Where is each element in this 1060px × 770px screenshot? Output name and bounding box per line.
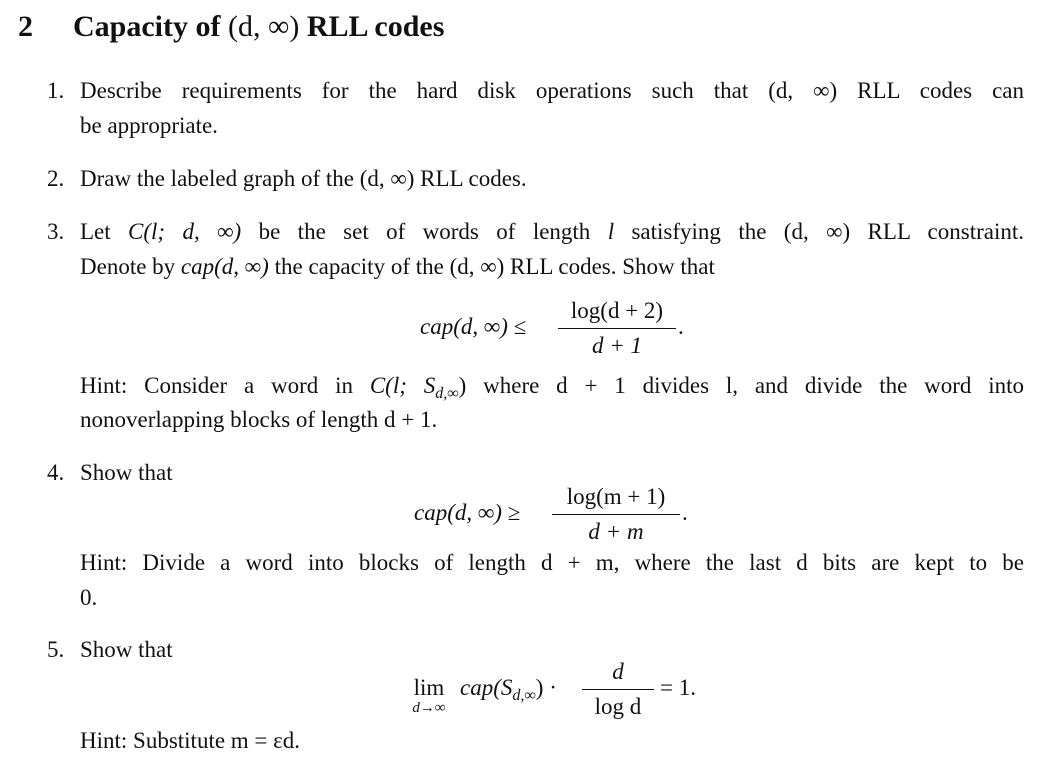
item-number: 5. bbox=[47, 637, 65, 662]
equation-lhs: cap(d, ∞) ≥ bbox=[414, 500, 521, 525]
numerator: log(m + 1) bbox=[552, 480, 680, 515]
equation-end: . bbox=[678, 314, 684, 339]
item-text: Let C(l; d, ∞) be the set of words of le… bbox=[80, 219, 1024, 245]
numerator: log(d + 2) bbox=[558, 294, 676, 329]
equation-fraction: log(m + 1) d + m bbox=[552, 480, 680, 549]
title-math: (d, ∞) bbox=[227, 10, 300, 43]
item-text: be appropriate. bbox=[80, 113, 218, 138]
hint-text: Hint: Substitute m = εd. bbox=[80, 728, 301, 753]
hint-text: Hint: Consider a word in C(l; Sd,∞) wher… bbox=[80, 373, 1024, 403]
math: C(l; S bbox=[369, 373, 436, 398]
item-number: 3. bbox=[47, 219, 65, 244]
text: Let bbox=[80, 219, 129, 244]
math: ) · bbox=[535, 675, 557, 700]
equation-end: . bbox=[682, 500, 688, 525]
item-text: Show that bbox=[80, 460, 173, 485]
denominator: d + m bbox=[588, 519, 644, 544]
title-text-end: RLL codes bbox=[299, 10, 445, 43]
equation-lhs: cap(d, ∞) ≤ bbox=[420, 314, 527, 339]
lim: lim bbox=[413, 675, 445, 700]
math: l bbox=[607, 219, 615, 244]
item-text: Denote by cap(d, ∞) the capacity of the … bbox=[80, 254, 1024, 280]
math: C(l; d, ∞) bbox=[128, 219, 242, 244]
hint-text: Hint: Divide a word into blocks of lengt… bbox=[80, 550, 1024, 575]
item-text: Describe requirements for the hard disk … bbox=[80, 78, 1024, 103]
section-number: 2 bbox=[18, 10, 33, 43]
hint-text: 0. bbox=[80, 585, 98, 610]
denominator: d + 1 bbox=[591, 333, 643, 358]
text: Hint: Consider a word in bbox=[80, 373, 370, 398]
item-text: Draw the labeled graph of the (d, ∞) RLL… bbox=[80, 166, 527, 191]
hint-text: nonoverlapping blocks of length d + 1. bbox=[80, 407, 438, 432]
text: satisfying the (d, ∞) RLL constraint. bbox=[614, 219, 1024, 244]
item-text: Show that bbox=[80, 637, 173, 662]
subscript: d,∞ bbox=[512, 687, 536, 704]
title-text: Capacity of bbox=[73, 10, 228, 43]
denominator: log d bbox=[594, 694, 642, 719]
limit-subscript: d→∞ bbox=[412, 700, 446, 716]
text: be the set of words of length bbox=[241, 219, 608, 244]
text: where d + 1 divides l, and divide the wo… bbox=[466, 373, 1024, 398]
equation-middle: cap(Sd,∞) · bbox=[460, 675, 557, 705]
item-number: 2. bbox=[47, 166, 65, 191]
equation-end: = 1. bbox=[660, 675, 696, 700]
item-number: 4. bbox=[47, 460, 65, 485]
equation-fraction: log(d + 2) d + 1 bbox=[558, 294, 676, 363]
text: the capacity of the (d, ∞) RLL codes. Sh… bbox=[268, 254, 715, 279]
text: ) bbox=[458, 373, 467, 398]
text: Denote by bbox=[80, 254, 181, 279]
math: cap(d, ∞) bbox=[180, 254, 269, 279]
math: cap(S bbox=[460, 675, 513, 700]
section-title: Capacity of (d, ∞) RLL codes bbox=[73, 10, 444, 44]
item-number: 1. bbox=[47, 78, 65, 103]
numerator: d bbox=[582, 655, 654, 690]
equation-fraction: d log d bbox=[582, 655, 654, 724]
subscript: d,∞ bbox=[435, 385, 459, 402]
